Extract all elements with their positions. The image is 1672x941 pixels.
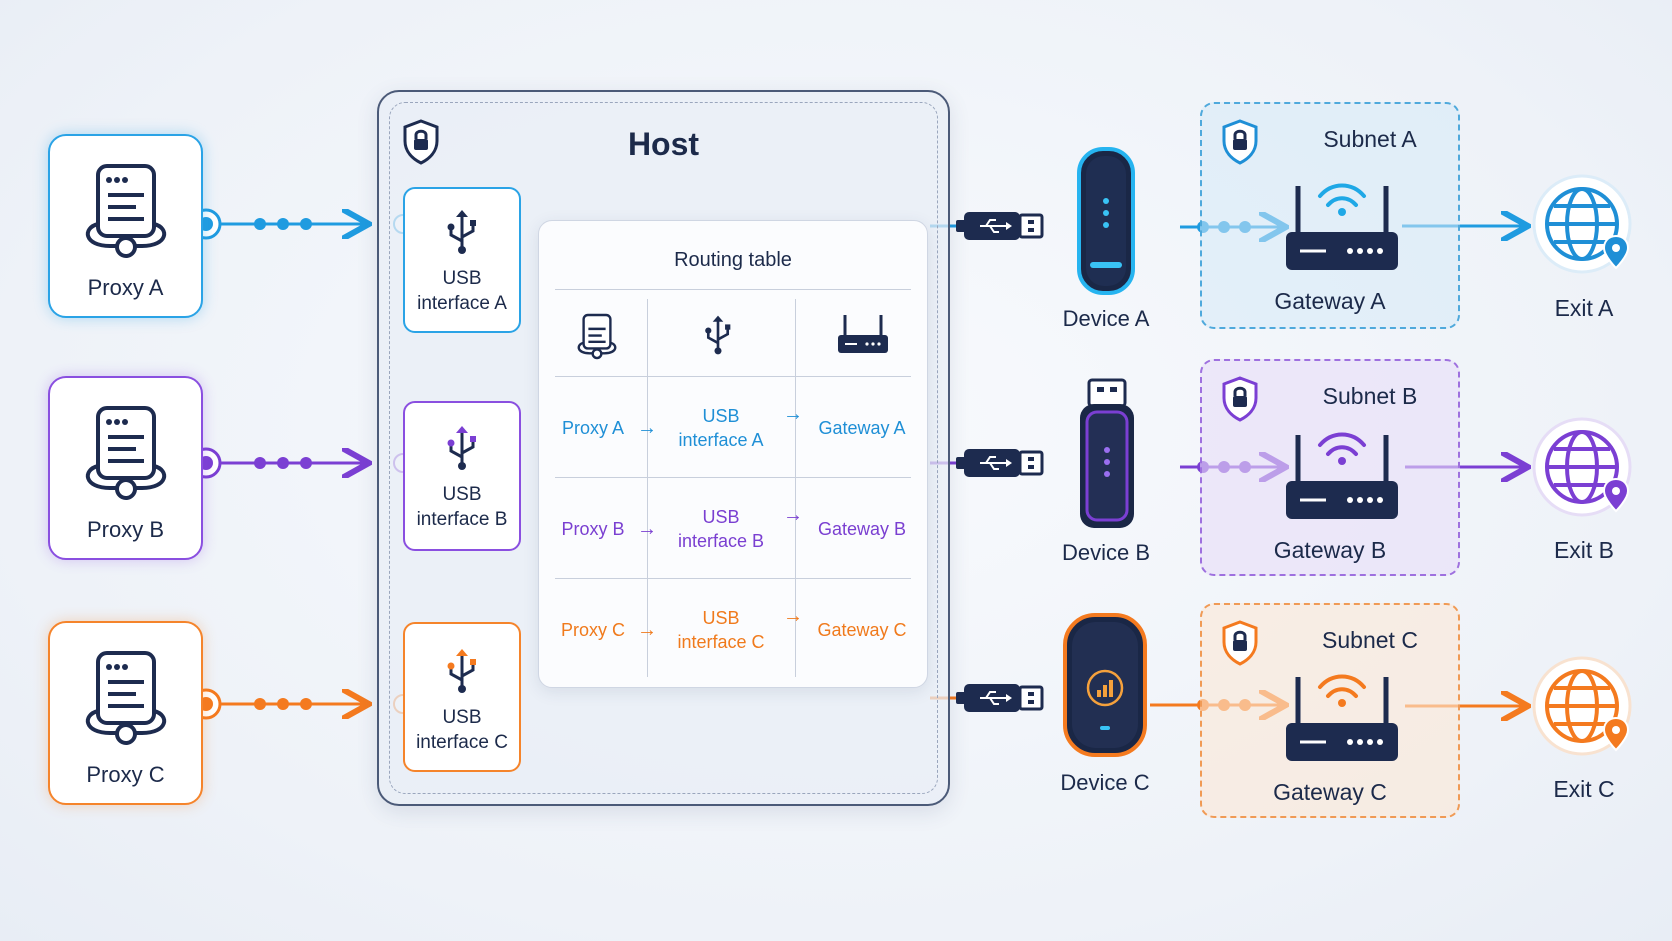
route-arrow-icon: → bbox=[783, 605, 803, 627]
routing-row-b: Proxy B → USB interface B → Gateway B bbox=[539, 479, 929, 579]
route-gateway: Gateway C bbox=[817, 620, 907, 640]
shield-lock-icon bbox=[401, 118, 441, 171]
usb-c-line2: interface C bbox=[416, 732, 508, 753]
usb-plug-icon bbox=[956, 445, 1048, 486]
divider bbox=[647, 299, 648, 677]
gateway-b-label: Gateway B bbox=[1273, 537, 1387, 563]
subnet-c-label: Subnet C bbox=[1322, 627, 1418, 653]
route-proxy: Proxy A bbox=[561, 418, 625, 438]
usb-icon bbox=[445, 209, 479, 260]
shield-lock-icon bbox=[1220, 619, 1260, 672]
router-icon bbox=[835, 311, 891, 364]
server-icon bbox=[80, 404, 172, 509]
host-title: Host bbox=[627, 126, 700, 162]
shield-lock-icon bbox=[1220, 118, 1260, 171]
subnet-a-label: Subnet A bbox=[1323, 126, 1417, 152]
route-proxy: Proxy C bbox=[560, 620, 625, 640]
exit-c-label: Exit C bbox=[1553, 776, 1615, 802]
device-a-label: Device A bbox=[1062, 306, 1150, 331]
route-proxy: Proxy B bbox=[561, 519, 625, 539]
route-arrow-icon: → bbox=[637, 618, 657, 641]
usb-icon bbox=[445, 648, 479, 699]
usb-interface-c: USB interface C bbox=[403, 622, 521, 772]
usb-plug-icon bbox=[956, 680, 1048, 721]
routing-table-title: Routing table bbox=[674, 249, 792, 271]
server-icon bbox=[80, 162, 172, 267]
route-arrow-icon: → bbox=[783, 504, 803, 526]
divider bbox=[555, 477, 911, 478]
exit-a-globe-icon bbox=[1532, 174, 1636, 283]
server-icon bbox=[575, 313, 619, 366]
proxy-a-node: Proxy A bbox=[48, 134, 203, 318]
subnet-b: Subnet B Gateway B bbox=[1200, 359, 1460, 576]
usb-interface-a: USB interface A bbox=[403, 187, 521, 333]
exit-b-globe-icon bbox=[1532, 417, 1636, 526]
routing-row-c: Proxy C → USB interface C → Gateway C bbox=[539, 580, 929, 680]
server-icon bbox=[80, 649, 172, 754]
exit-b-label: Exit B bbox=[1553, 537, 1615, 563]
usb-interface-b: USB interface B bbox=[403, 401, 521, 551]
route-usb-line1: USB bbox=[702, 507, 740, 527]
proxy-c-node: Proxy C bbox=[48, 621, 203, 805]
routing-table: Routing table Proxy A → USB interface A … bbox=[538, 220, 928, 688]
gateway-b-router-icon bbox=[1282, 423, 1402, 532]
route-gateway: Gateway B bbox=[817, 519, 907, 539]
route-usb-line2: interface A bbox=[678, 430, 764, 450]
routing-row-a: Proxy A → USB interface A → Gateway A bbox=[539, 378, 929, 478]
proxy-c-label: Proxy C bbox=[86, 762, 165, 787]
subnet-a: Subnet A Gateway A bbox=[1200, 102, 1460, 329]
device-c-hotspot-icon bbox=[1062, 612, 1148, 763]
gateway-c-router-icon bbox=[1282, 665, 1402, 774]
device-b-label: Device B bbox=[1061, 540, 1151, 565]
proxy-b-node: Proxy B bbox=[48, 376, 203, 560]
divider bbox=[555, 376, 911, 377]
route-arrow-icon: → bbox=[637, 517, 657, 540]
divider bbox=[555, 578, 911, 579]
exit-a-label: Exit A bbox=[1554, 295, 1614, 321]
subnet-c: Subnet C Gateway C bbox=[1200, 603, 1460, 818]
divider bbox=[555, 289, 911, 290]
device-b-usb-stick-icon bbox=[1077, 378, 1137, 535]
device-a-modem-icon bbox=[1076, 146, 1136, 301]
gateway-a-label: Gateway A bbox=[1274, 288, 1386, 314]
proxy-a-label: Proxy A bbox=[87, 275, 164, 300]
usb-icon bbox=[445, 425, 479, 476]
route-arrow-icon: → bbox=[783, 403, 803, 425]
usb-a-line2: interface A bbox=[417, 293, 507, 314]
usb-plug-icon bbox=[956, 208, 1048, 249]
usb-a-line1: USB bbox=[442, 268, 482, 289]
exit-c-globe-icon bbox=[1532, 656, 1636, 765]
host-inner-border bbox=[389, 102, 938, 794]
route-arrow-icon: → bbox=[637, 416, 657, 439]
route-usb-line1: USB bbox=[702, 608, 740, 628]
route-gateway: Gateway A bbox=[818, 418, 906, 438]
gateway-a-router-icon bbox=[1282, 174, 1402, 283]
shield-lock-icon bbox=[1220, 375, 1260, 428]
divider bbox=[795, 299, 796, 677]
device-c-label: Device C bbox=[1060, 770, 1150, 795]
usb-c-line1: USB bbox=[442, 707, 482, 728]
subnet-b-label: Subnet B bbox=[1322, 383, 1418, 409]
gateway-c-label: Gateway C bbox=[1273, 779, 1387, 805]
route-usb-line2: interface C bbox=[677, 632, 765, 652]
usb-b-line2: interface B bbox=[416, 509, 508, 530]
proxy-b-label: Proxy B bbox=[86, 517, 165, 542]
route-usb-line1: USB bbox=[702, 406, 740, 426]
usb-b-line1: USB bbox=[442, 484, 482, 505]
route-usb-line2: interface B bbox=[677, 531, 765, 551]
usb-icon bbox=[703, 313, 733, 362]
